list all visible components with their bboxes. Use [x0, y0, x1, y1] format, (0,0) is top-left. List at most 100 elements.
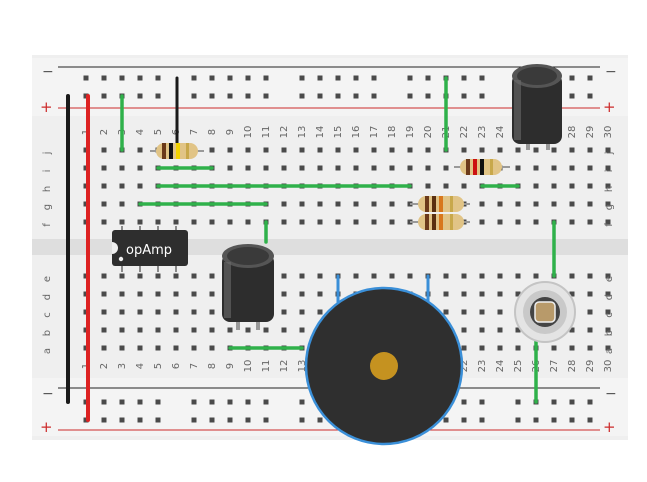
hole[interactable] — [353, 147, 359, 153]
hole[interactable] — [569, 399, 575, 405]
hole[interactable] — [533, 219, 539, 225]
hole[interactable] — [389, 273, 395, 279]
hole[interactable] — [479, 309, 485, 315]
hole[interactable] — [101, 147, 107, 153]
hole[interactable] — [371, 147, 377, 153]
hole[interactable] — [299, 165, 305, 171]
hole[interactable] — [551, 417, 557, 423]
hole[interactable] — [245, 327, 251, 333]
hole[interactable] — [461, 147, 467, 153]
hole[interactable] — [209, 273, 215, 279]
hole[interactable] — [569, 201, 575, 207]
hole[interactable] — [353, 75, 359, 81]
hole[interactable] — [119, 345, 125, 351]
hole[interactable] — [497, 201, 503, 207]
opamp-chip-icon[interactable]: opAmp — [112, 226, 188, 272]
hole[interactable] — [299, 201, 305, 207]
hole[interactable] — [569, 417, 575, 423]
hole[interactable] — [209, 93, 215, 99]
hole[interactable] — [425, 183, 431, 189]
hole[interactable] — [515, 345, 521, 351]
hole[interactable] — [281, 273, 287, 279]
hole[interactable] — [173, 345, 179, 351]
hole[interactable] — [443, 183, 449, 189]
capacitor-mid-icon[interactable] — [222, 244, 274, 330]
hole[interactable] — [605, 327, 611, 333]
hole[interactable] — [263, 75, 269, 81]
hole[interactable] — [479, 219, 485, 225]
hole[interactable] — [407, 165, 413, 171]
hole[interactable] — [461, 291, 467, 297]
hole[interactable] — [209, 399, 215, 405]
hole[interactable] — [191, 93, 197, 99]
hole[interactable] — [389, 147, 395, 153]
hole[interactable] — [281, 219, 287, 225]
hole[interactable] — [461, 417, 467, 423]
hole[interactable] — [425, 93, 431, 99]
hole[interactable] — [497, 345, 503, 351]
hole[interactable] — [119, 327, 125, 333]
hole[interactable] — [515, 273, 521, 279]
hole[interactable] — [407, 75, 413, 81]
hole[interactable] — [227, 327, 233, 333]
hole[interactable] — [119, 183, 125, 189]
hole[interactable] — [137, 309, 143, 315]
hole[interactable] — [137, 273, 143, 279]
hole[interactable] — [515, 399, 521, 405]
hole[interactable] — [119, 219, 125, 225]
hole[interactable] — [209, 147, 215, 153]
resistor-2[interactable] — [454, 159, 510, 175]
hole[interactable] — [263, 327, 269, 333]
hole[interactable] — [407, 93, 413, 99]
hole[interactable] — [407, 273, 413, 279]
hole[interactable] — [245, 75, 251, 81]
hole[interactable] — [101, 291, 107, 297]
hole[interactable] — [479, 417, 485, 423]
hole[interactable] — [101, 165, 107, 171]
hole[interactable] — [299, 273, 305, 279]
hole[interactable] — [173, 273, 179, 279]
hole[interactable] — [137, 93, 143, 99]
hole[interactable] — [443, 309, 449, 315]
hole[interactable] — [83, 75, 89, 81]
hole[interactable] — [461, 273, 467, 279]
hole[interactable] — [479, 327, 485, 333]
hole[interactable] — [263, 399, 269, 405]
hole[interactable] — [443, 165, 449, 171]
hole[interactable] — [587, 147, 593, 153]
hole[interactable] — [299, 75, 305, 81]
hole[interactable] — [155, 345, 161, 351]
hole[interactable] — [605, 147, 611, 153]
hole[interactable] — [497, 147, 503, 153]
hole[interactable] — [317, 417, 323, 423]
hole[interactable] — [137, 75, 143, 81]
hole[interactable] — [191, 219, 197, 225]
hole[interactable] — [119, 309, 125, 315]
hole[interactable] — [101, 327, 107, 333]
hole[interactable] — [551, 201, 557, 207]
hole[interactable] — [569, 219, 575, 225]
hole[interactable] — [101, 399, 107, 405]
hole[interactable] — [587, 399, 593, 405]
hole[interactable] — [191, 309, 197, 315]
hole[interactable] — [101, 75, 107, 81]
hole[interactable] — [191, 399, 197, 405]
hole[interactable] — [353, 201, 359, 207]
hole[interactable] — [497, 273, 503, 279]
hole[interactable] — [227, 165, 233, 171]
hole[interactable] — [209, 219, 215, 225]
hole[interactable] — [137, 165, 143, 171]
hole[interactable] — [587, 417, 593, 423]
hole[interactable] — [227, 417, 233, 423]
hole[interactable] — [461, 93, 467, 99]
hole[interactable] — [209, 417, 215, 423]
hole[interactable] — [479, 273, 485, 279]
hole[interactable] — [227, 399, 233, 405]
hole[interactable] — [479, 291, 485, 297]
hole[interactable] — [443, 273, 449, 279]
hole[interactable] — [479, 345, 485, 351]
hole[interactable] — [173, 327, 179, 333]
hole[interactable] — [569, 93, 575, 99]
hole[interactable] — [479, 147, 485, 153]
hole[interactable] — [155, 399, 161, 405]
